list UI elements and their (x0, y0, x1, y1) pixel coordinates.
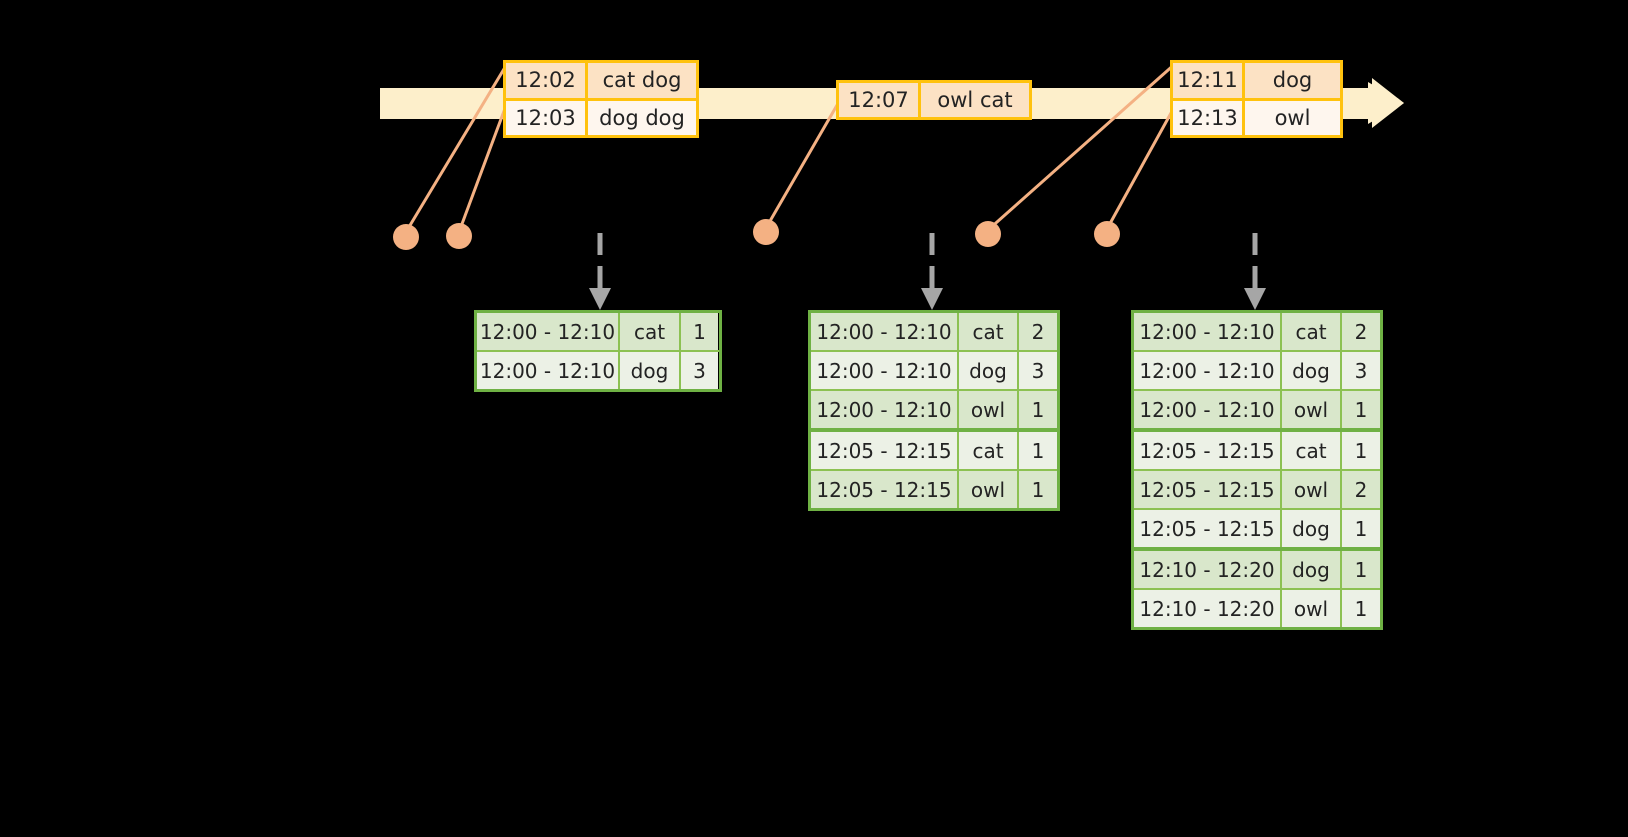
event-box-group-3[interactable]: 12:11 dog 12:13 owl (1170, 60, 1343, 138)
cell-count: 1 (1342, 391, 1380, 428)
table-row[interactable]: 12:05 - 12:15 dog 1 (1134, 508, 1380, 547)
table-row[interactable]: 12:10 - 12:20 dog 1 (1134, 547, 1380, 588)
cell-key: cat (959, 432, 1019, 469)
event-payload: owl (1245, 100, 1340, 135)
cell-window: 12:00 - 12:10 (811, 391, 959, 428)
cell-key: dog (1282, 352, 1342, 389)
event-box-group-1[interactable]: 12:02 cat dog 12:03 dog dog (503, 60, 699, 138)
table-row[interactable]: 12:00 - 12:10 dog 3 (1134, 350, 1380, 389)
cell-window: 12:05 - 12:15 (1134, 510, 1282, 547)
table-row[interactable]: 12:00 - 12:10 dog 3 (477, 350, 719, 389)
table-row[interactable]: 12:05 - 12:15 cat 1 (1134, 428, 1380, 469)
marker-dot-12-03 (446, 223, 472, 249)
table-row[interactable]: 12:00 - 12:10 cat 2 (811, 313, 1057, 350)
connector-12-07 (764, 99, 842, 229)
event-row[interactable]: 12:03 dog dog (506, 97, 696, 135)
cell-key: owl (1282, 471, 1342, 508)
cell-window: 12:05 - 12:15 (811, 471, 959, 508)
cell-count: 1 (1342, 432, 1380, 469)
event-payload: dog (1245, 63, 1340, 98)
cell-count: 1 (1019, 471, 1057, 508)
cell-count: 1 (1019, 432, 1057, 469)
cell-key: cat (1282, 313, 1342, 350)
event-time: 12:07 (839, 83, 921, 117)
dashed-arrow-table-3 (1244, 233, 1266, 310)
cell-key: cat (959, 313, 1019, 350)
cell-key: dog (959, 352, 1019, 389)
cell-window: 12:00 - 12:10 (477, 313, 620, 350)
cell-key: dog (620, 352, 681, 389)
dashed-arrow-table-1 (589, 233, 611, 310)
cell-count: 2 (1342, 313, 1380, 350)
event-payload: owl cat (921, 83, 1029, 117)
cell-count: 1 (1342, 551, 1380, 588)
marker-dot-12-07 (753, 219, 779, 245)
cell-window: 12:10 - 12:20 (1134, 551, 1282, 588)
table-row[interactable]: 12:00 - 12:10 cat 1 (477, 313, 719, 350)
cell-key: owl (959, 471, 1019, 508)
cell-window: 12:05 - 12:15 (1134, 471, 1282, 508)
cell-count: 2 (1342, 471, 1380, 508)
table-row[interactable]: 12:00 - 12:10 owl 1 (811, 389, 1057, 428)
cell-window: 12:00 - 12:10 (811, 313, 959, 350)
event-row[interactable]: 12:11 dog (1173, 63, 1340, 98)
table-row[interactable]: 12:10 - 12:20 owl 1 (1134, 588, 1380, 627)
table-row[interactable]: 12:05 - 12:15 owl 2 (1134, 469, 1380, 508)
cell-window: 12:00 - 12:10 (1134, 391, 1282, 428)
result-table-2: 12:00 - 12:10 cat 2 12:00 - 12:10 dog 3 … (808, 310, 1060, 511)
marker-dot-12-13 (1094, 221, 1120, 247)
event-payload: cat dog (588, 63, 696, 98)
event-time: 12:02 (506, 63, 588, 98)
table-row[interactable]: 12:05 - 12:15 owl 1 (811, 469, 1057, 508)
cell-window: 12:00 - 12:10 (1134, 313, 1282, 350)
table-row[interactable]: 12:05 - 12:15 cat 1 (811, 428, 1057, 469)
cell-count: 3 (1342, 352, 1380, 389)
event-row[interactable]: 12:02 cat dog (506, 63, 696, 98)
event-row[interactable]: 12:07 owl cat (839, 83, 1029, 117)
cell-key: dog (1282, 510, 1342, 547)
event-box-group-2[interactable]: 12:07 owl cat (836, 80, 1032, 120)
cell-window: 12:05 - 12:15 (1134, 432, 1282, 469)
cell-window: 12:00 - 12:10 (811, 352, 959, 389)
event-payload: dog dog (588, 100, 696, 135)
connector-12-03 (457, 102, 509, 233)
cell-key: owl (1282, 590, 1342, 627)
cell-key: cat (1282, 432, 1342, 469)
event-time: 12:03 (506, 100, 588, 135)
result-table-3: 12:00 - 12:10 cat 2 12:00 - 12:10 dog 3 … (1131, 310, 1383, 630)
event-row[interactable]: 12:13 owl (1173, 97, 1340, 135)
marker-dot-12-11 (975, 221, 1001, 247)
cell-window: 12:00 - 12:10 (1134, 352, 1282, 389)
cell-count: 2 (1019, 313, 1057, 350)
cell-window: 12:10 - 12:20 (1134, 590, 1282, 627)
cell-key: dog (1282, 551, 1342, 588)
event-time: 12:11 (1173, 63, 1245, 98)
cell-key: owl (1282, 391, 1342, 428)
cell-count: 3 (681, 352, 718, 389)
cell-key: cat (620, 313, 681, 350)
event-time: 12:13 (1173, 100, 1245, 135)
cell-key: owl (959, 391, 1019, 428)
table-row[interactable]: 12:00 - 12:10 cat 2 (1134, 313, 1380, 350)
connector-12-13 (1105, 103, 1178, 230)
marker-dot-12-02 (393, 224, 419, 250)
cell-count: 1 (1342, 590, 1380, 627)
cell-count: 1 (681, 313, 718, 350)
cell-count: 1 (1342, 510, 1380, 547)
cell-window: 12:05 - 12:15 (811, 432, 959, 469)
dashed-arrow-table-2 (921, 233, 943, 310)
table-row[interactable]: 12:00 - 12:10 dog 3 (811, 350, 1057, 389)
result-table-1: 12:00 - 12:10 cat 1 12:00 - 12:10 dog 3 (474, 310, 722, 392)
cell-count: 1 (1019, 391, 1057, 428)
cell-window: 12:00 - 12:10 (477, 352, 620, 389)
cell-count: 3 (1019, 352, 1057, 389)
table-row[interactable]: 12:00 - 12:10 owl 1 (1134, 389, 1380, 428)
